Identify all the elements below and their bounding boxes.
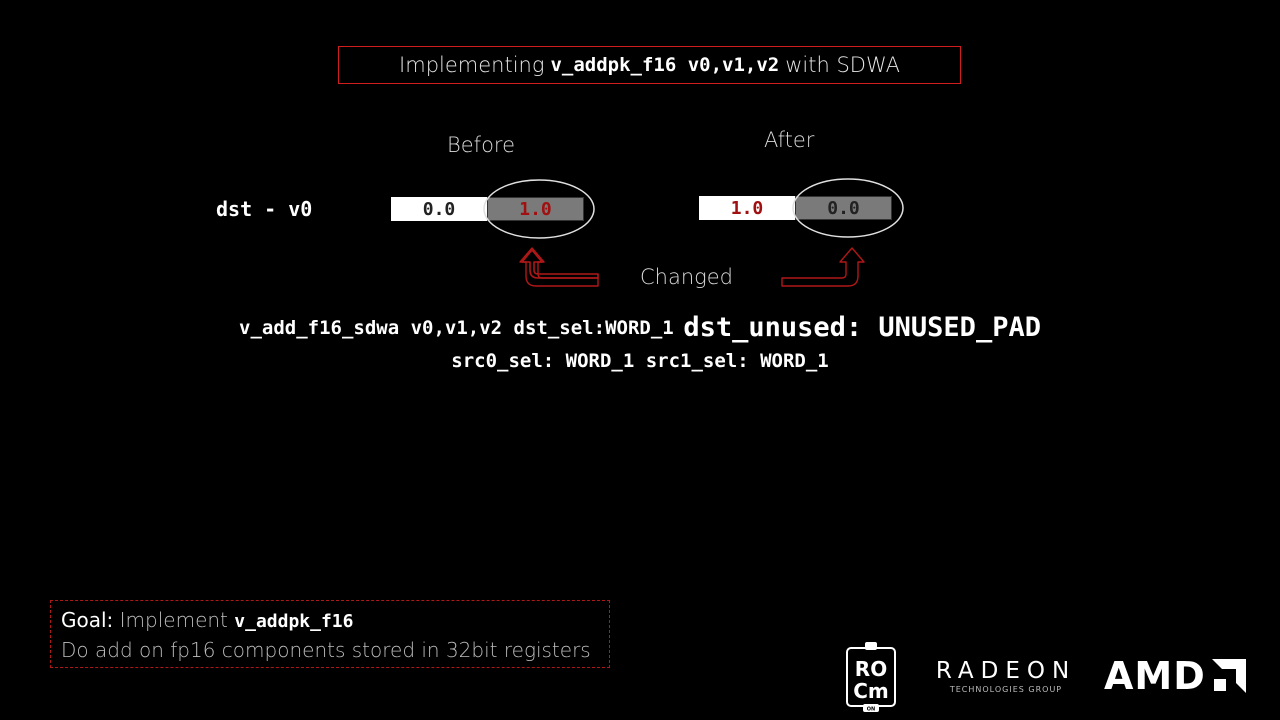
changed-label: Changed (640, 265, 734, 289)
rocm-logo-bottom: Cm (853, 679, 889, 703)
dst-register-label: dst - v0 (216, 197, 313, 221)
slide-title: Implementing v_addpk_f16 v0,v1,v2 with S… (338, 46, 961, 84)
rocm-logo-on: ON (867, 707, 875, 713)
left-arrow-body-icon (519, 247, 599, 287)
radeon-wordmark: RADEON (935, 658, 1077, 684)
before-low-word: 0.0 (391, 197, 487, 221)
amd-arrow-icon (1211, 659, 1246, 693)
before-high-word: 1.0 (487, 197, 584, 221)
sdwa-instruction-line-1: v_add_f16_sdwa v0,v1,v2 dst_sel:WORD_1 d… (0, 312, 1280, 343)
radeon-subtitle: TECHNOLOGIES GROUP (949, 685, 1063, 694)
sdwa-instruction-line-2: src0_sel: WORD_1 src1_sel: WORD_1 (451, 350, 829, 372)
rocm-logo-top: RO (855, 657, 887, 681)
instruction-main: v_add_f16_sdwa v0,v1,v2 dst_sel:WORD_1 (239, 317, 674, 339)
title-code: v_addpk_f16 v0,v1,v2 (550, 54, 780, 76)
after-low-word: 1.0 (699, 196, 795, 220)
after-label: After (764, 128, 815, 152)
amd-wordmark: AMD (1104, 654, 1206, 698)
left-curved-arrow-icon (521, 249, 599, 279)
right-arrow-body-icon (781, 247, 865, 287)
goal-line-2: Do add on fp16 components stored in 32bi… (61, 638, 591, 662)
goal-code: v_addpk_f16 (234, 611, 354, 632)
title-prefix: Implementing (399, 53, 545, 77)
after-high-word: 0.0 (795, 196, 892, 220)
rocm-logo: RO Cm ON (846, 642, 896, 713)
instruction-dst-unused: dst_unused: UNUSED_PAD (683, 312, 1041, 343)
title-suffix: with SDWA (785, 53, 900, 77)
goal-line-1: Goal: Implement v_addpk_f16 (61, 606, 599, 636)
radeon-logo: RADEON TECHNOLOGIES GROUP (931, 658, 1081, 694)
goal-key: Goal: (61, 608, 114, 632)
amd-logo: AMD (1104, 656, 1248, 696)
goal-box: Goal: Implement v_addpk_f16 Do add on fp… (50, 600, 610, 668)
before-label: Before (447, 133, 516, 157)
goal-text: Implement (119, 608, 228, 632)
